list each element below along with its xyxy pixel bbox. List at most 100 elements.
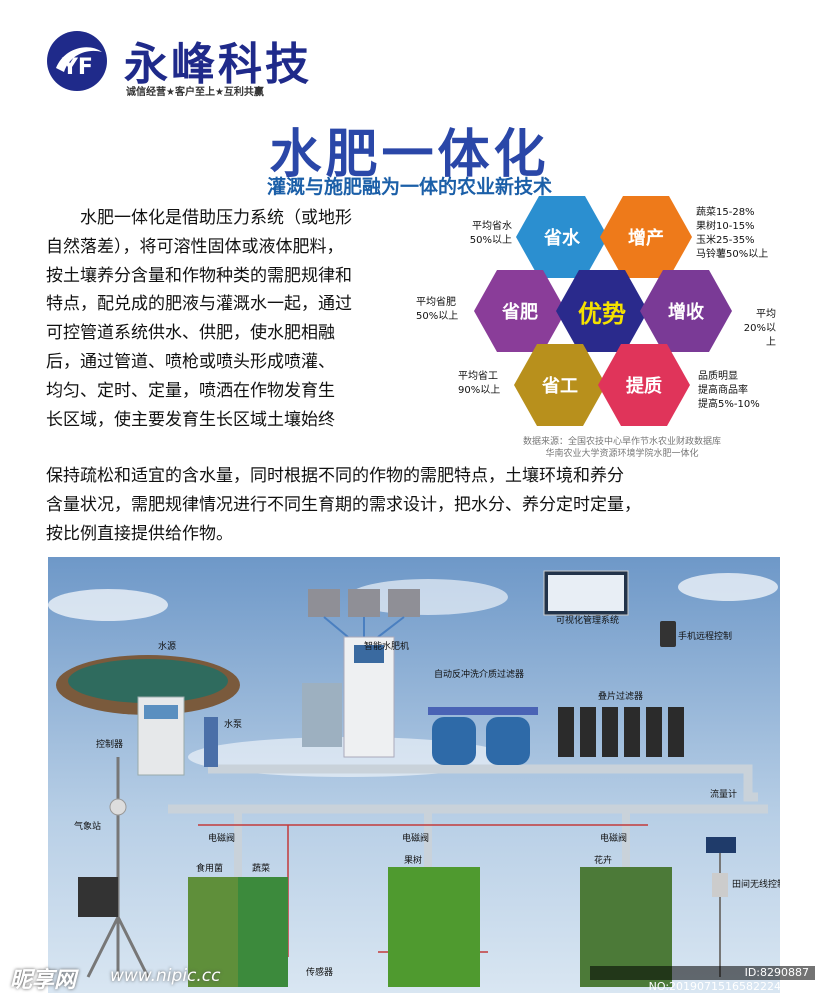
note-line: 平均省工 [458,371,498,382]
note-line: 品质明显 [698,371,738,382]
label-visual-system: 可视化管理系统 [556,614,619,626]
intro-paragraph-continued: 保持疏松和适宜的含水量，同时根据不同的作物的需肥特点，土壤环境和养分 含量状况，… [46,462,786,548]
hex-label: 增收 [668,302,704,323]
plot-fruit [388,867,480,987]
page-subtitle: 灌溉与施肥融为一体的农业新技术 [266,176,552,198]
company-logo-icon: YF [47,31,107,91]
watermark-id: ID:8290887 NO:20190715165822241000 [590,966,815,993]
paragraph-line: 后，通过管道、喷枪或喷头形成喷灌、 [46,351,335,372]
label-flower: 花卉 [594,854,612,866]
sand-filter-manifold [428,707,538,715]
note-fertilizer: 平均省肥 50%以上 [416,296,458,324]
page-title: 水肥一体化 [269,125,550,185]
note-line: 20%以上 [743,323,776,348]
paragraph-line: 含量状况，需肥规律情况进行不同生育期的需求设计，把水分、养分定时定量， [46,494,641,515]
note-labor: 平均省工 90%以上 [458,370,500,398]
note-line: 蔬菜15-28% [696,207,755,218]
label-mushroom: 食用菌 [196,862,223,874]
svg-text:YF: YF [61,55,93,80]
label-valve-1: 电磁阀 [208,832,235,844]
label-vegetable: 蔬菜 [252,862,270,874]
data-source: 数据来源：全国农技中心旱作节水农业财政数据库 华南农业大学资源环境学院水肥一体化 [472,436,772,460]
main-pipe [208,764,758,802]
intro-paragraph: 水肥一体化是借助压力系统（或地形 自然落差），将可溶性固体或液体肥料， 按土壤养… [46,204,416,434]
paragraph-line: 保持疏松和适宜的含水量，同时根据不同的作物的需肥特点，土壤环境和养分 [46,466,624,486]
note-line: 平均省水 [472,221,512,232]
hex-label: 省水 [544,228,580,249]
plot-vegetable [238,877,288,987]
label-weather-station: 气象站 [74,820,101,832]
note-line: 平均 [756,309,776,320]
branch-pipes [234,809,630,877]
label-wireless-controller: 田间无线控制器 [732,878,780,890]
note-line: 玉米25-35% [696,235,755,246]
note-line: 提高5%-10% [698,399,760,410]
note-line: 50%以上 [469,235,512,246]
solar-panel [706,837,736,853]
pump-body [204,717,218,767]
hex-improve-quality: 提质 [598,344,690,426]
label-sand-filter: 自动反冲洗介质过滤器 [434,668,524,680]
paragraph-line: 水肥一体化是借助压力系统（或地形 [80,208,352,228]
watermark-url: www.nipic.cc [110,966,221,986]
label-pump: 水泵 [224,718,242,730]
cloud [48,589,168,621]
plot-mushroom [188,877,238,987]
note-line: 50%以上 [416,311,459,322]
note-income: 平均 20%以上 [736,308,776,350]
watermark-brand: 昵享网 [10,968,77,993]
hex-label: 省工 [542,376,578,397]
note-quality: 品质明显 提高商品率 提高5%-10% [698,370,760,412]
paragraph-line: 按比例直接提供给作物。 [46,523,233,544]
hex-save-labor: 省工 [514,344,606,426]
note-line: 90%以上 [458,385,501,396]
source-line: 华南农业大学资源环境学院水肥一体化 [545,449,699,459]
hex-advantage-core: 优势 [556,270,648,352]
phone-icon [660,621,676,647]
sand-filter-tank [486,717,530,765]
paragraph-line: 按土壤养分含量和作物种类的需肥规律和 [46,265,352,286]
paragraph-line: 特点，配兑成的肥液与灌溉水一起，通过 [46,294,352,315]
note-line: 马铃薯50%以上 [696,249,769,260]
hex-core-label: 优势 [578,299,626,328]
hex-label: 增产 [628,228,664,249]
paragraph-line: 自然落差），将可溶性固体或液体肥料， [46,236,344,257]
hex-label: 提质 [626,376,662,397]
note-line: 平均省肥 [416,297,456,308]
label-disc-filter: 叠片过滤器 [598,690,643,702]
wireless-box [712,873,728,897]
source-line: 数据来源：全国农技中心旱作节水农业财政数据库 [522,437,721,447]
hex-save-fertilizer: 省肥 [474,270,566,352]
paragraph-line: 长区域，使主要发育生长区域土壤始终 [46,409,335,430]
disc-filter-array [558,707,684,757]
cloud [678,573,778,601]
brand-slogan: 诚信经营★客户至上★互利共赢 [126,87,264,98]
machine-screen [354,645,384,663]
paragraph-line: 可控管道系统供水、供肥，使水肥相融 [46,323,335,344]
paragraph-line: 均匀、定时、定量，喷洒在作物发育生 [46,380,335,401]
note-yield: 蔬菜15-28% 果树10-15% 玉米25-35% 马铃薯50%以上 [696,206,768,262]
label-sensor: 传感器 [306,966,333,978]
brand-name: 永峰科技 [124,39,312,90]
hex-increase-income: 增收 [640,270,732,352]
note-line: 果树10-15% [696,221,755,232]
label-water-source: 水源 [158,640,176,652]
irrigation-system-diagram: 水源 水泵 控制器 气象站 智能水肥机 自动反冲洗介质过滤器 叠片过滤器 可视化… [48,557,780,993]
label-controller: 控制器 [96,738,123,750]
hex-save-water: 省水 [516,196,608,278]
label-fruit: 果树 [404,854,422,866]
injector-unit [302,683,342,747]
controller-screen [144,705,178,719]
sand-filter-tank [432,717,476,765]
label-smart-machine: 智能水肥机 [364,640,409,652]
hex-label: 省肥 [502,302,538,323]
fertilizer-tanks [308,589,420,638]
label-phone-control: 手机远程控制 [678,630,732,642]
monitor-screen [548,575,624,611]
label-valve-3: 电磁阀 [600,832,627,844]
weather-station [78,757,150,978]
note-line: 提高商品率 [698,385,748,396]
note-water: 平均省水 50%以上 [460,220,512,248]
label-valve-2: 电磁阀 [402,832,429,844]
label-flowmeter: 流量计 [710,788,737,800]
